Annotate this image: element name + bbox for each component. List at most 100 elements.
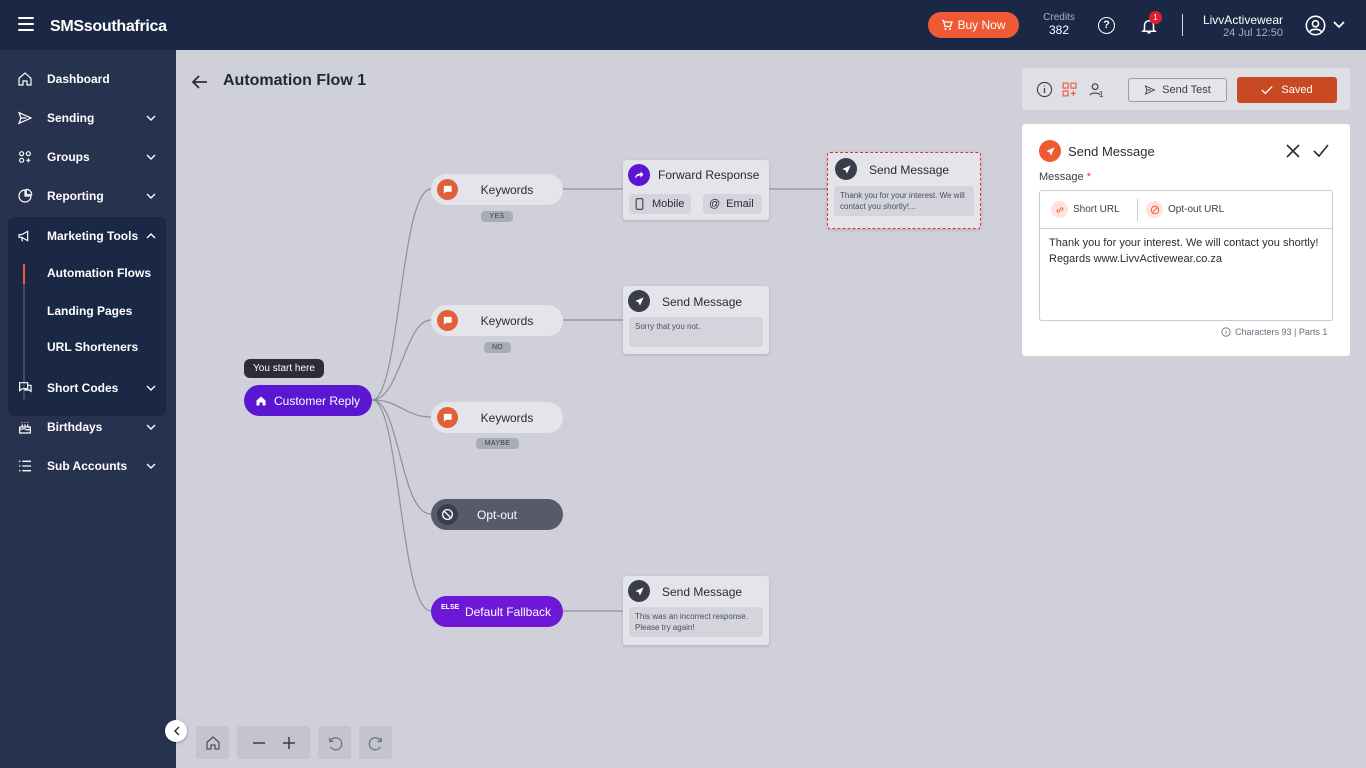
help-icon[interactable]: ? bbox=[1098, 17, 1115, 34]
sidebar-item-sending[interactable]: Sending bbox=[0, 100, 176, 136]
message-editor[interactable]: Short URL Opt-out URL Thank you for your… bbox=[1039, 190, 1333, 321]
chevron-down-icon[interactable] bbox=[1333, 21, 1345, 29]
tool-separator bbox=[1137, 199, 1138, 221]
menu-icon[interactable] bbox=[18, 17, 34, 31]
sidebar-item-label: Sub Accounts bbox=[47, 459, 128, 473]
brand-logo[interactable]: SMSsouthafrica bbox=[50, 18, 167, 35]
sidebar-item-label: Sending bbox=[47, 111, 95, 125]
customer-reply-node[interactable]: Customer Reply bbox=[244, 385, 372, 416]
send-message-title: Send Message bbox=[662, 295, 743, 309]
credits-value: 382 bbox=[1048, 23, 1070, 37]
chat-bubble-icon bbox=[437, 310, 458, 331]
sidebar-item-birthdays[interactable]: Birthdays bbox=[0, 409, 176, 445]
cart-icon bbox=[942, 19, 954, 30]
info-icon[interactable] bbox=[1036, 81, 1053, 98]
user-date: 24 Jul 12:50 bbox=[1223, 27, 1283, 39]
back-arrow-icon[interactable] bbox=[192, 75, 208, 89]
sidebar-item-sub-accounts[interactable]: Sub Accounts bbox=[0, 448, 176, 484]
else-tag: ELSE bbox=[441, 604, 460, 611]
keyword-node-no[interactable]: Keywords bbox=[431, 305, 563, 336]
check-icon bbox=[1261, 86, 1274, 95]
chevron-up-icon bbox=[146, 233, 156, 239]
chevron-down-icon bbox=[146, 154, 156, 160]
forward-email-chip[interactable]: @ Email bbox=[703, 194, 762, 214]
zoom-out-icon[interactable] bbox=[252, 736, 266, 750]
undo-button[interactable] bbox=[318, 726, 351, 759]
email-label: Email bbox=[726, 198, 754, 210]
close-icon[interactable] bbox=[1286, 144, 1300, 158]
keyword-tag-maybe: MAYBE bbox=[476, 438, 519, 449]
send-icon bbox=[835, 158, 857, 180]
saved-button[interactable]: Saved bbox=[1237, 77, 1337, 103]
block-icon bbox=[1146, 201, 1163, 218]
sidebar-item-short-codes[interactable]: Short Codes bbox=[0, 370, 176, 406]
undo-icon bbox=[328, 736, 342, 750]
send-icon bbox=[17, 111, 33, 125]
message-textarea[interactable]: Thank you for your interest. We will con… bbox=[1049, 237, 1319, 265]
sidebar-item-reporting[interactable]: Reporting bbox=[0, 178, 176, 214]
chevron-down-icon bbox=[146, 385, 156, 391]
forward-response-card[interactable]: Forward Response Mobile @ Email bbox=[623, 160, 769, 220]
default-fallback-node[interactable]: ELSE Default Fallback bbox=[431, 596, 563, 627]
chat-bubble-icon bbox=[437, 179, 458, 200]
sidebar-item-groups[interactable]: Groups bbox=[0, 139, 176, 175]
submenu-automation-flows[interactable]: Automation Flows bbox=[47, 266, 151, 280]
short-url-label: Short URL bbox=[1073, 204, 1120, 215]
forward-mobile-chip[interactable]: Mobile bbox=[629, 194, 691, 214]
sidebar-collapse-button[interactable] bbox=[165, 720, 187, 742]
sidebar-item-dashboard[interactable]: Dashboard bbox=[0, 61, 176, 97]
keyword-node-yes[interactable]: Keywords bbox=[431, 174, 563, 205]
message-label: Message * bbox=[1039, 171, 1091, 183]
start-tooltip: You start here bbox=[244, 359, 324, 378]
forward-icon bbox=[628, 164, 650, 186]
keyword-label: Keywords bbox=[480, 313, 534, 328]
buy-now-button[interactable]: Buy Now bbox=[928, 12, 1019, 38]
send-message-preview: This was an incorrect response. Please t… bbox=[629, 607, 763, 637]
sidebar-item-label: Dashboard bbox=[47, 72, 110, 86]
keyword-node-maybe[interactable]: Keywords bbox=[431, 402, 563, 433]
sidebar-item-label: Reporting bbox=[47, 189, 104, 203]
keyword-label: Keywords bbox=[480, 182, 534, 197]
send-message-preview: Thank you for your interest. We will con… bbox=[834, 186, 974, 216]
chevron-down-icon bbox=[146, 115, 156, 121]
user-avatar-icon[interactable] bbox=[1305, 15, 1326, 36]
home-view-button[interactable] bbox=[196, 726, 229, 759]
send-test-button[interactable]: Send Test bbox=[1128, 78, 1227, 102]
submenu-landing-pages[interactable]: Landing Pages bbox=[47, 304, 133, 318]
character-count: Characters 93 | Parts 1 bbox=[1221, 327, 1327, 337]
default-fallback-label: Default Fallback bbox=[464, 604, 552, 619]
short-url-button[interactable]: Short URL bbox=[1051, 201, 1120, 218]
redo-button[interactable] bbox=[359, 726, 392, 759]
send-message-card-no[interactable]: Send Message Sorry that you not. bbox=[623, 286, 769, 354]
forward-response-title: Forward Response bbox=[658, 168, 760, 182]
home-icon bbox=[250, 390, 271, 411]
optout-url-button[interactable]: Opt-out URL bbox=[1146, 201, 1224, 218]
character-count-text: Characters 93 | Parts 1 bbox=[1235, 327, 1328, 337]
submenu-url-shorteners[interactable]: URL Shorteners bbox=[47, 340, 139, 354]
keyword-label: Keywords bbox=[480, 410, 534, 425]
send-message-title: Send Message bbox=[662, 585, 743, 599]
send-message-card-selected[interactable]: Send Message Thank you for your interest… bbox=[827, 152, 981, 229]
customer-reply-label: Customer Reply bbox=[273, 393, 361, 408]
user-count: 1 bbox=[1099, 90, 1104, 99]
add-widget-icon[interactable] bbox=[1061, 81, 1078, 98]
user-icon[interactable] bbox=[1088, 81, 1105, 98]
chevron-down-icon bbox=[146, 463, 156, 469]
confirm-check-icon[interactable] bbox=[1313, 144, 1329, 158]
zoom-in-icon[interactable] bbox=[282, 736, 296, 750]
sidebar-item-label: Groups bbox=[47, 150, 90, 164]
sidebar bbox=[0, 50, 176, 768]
send-message-preview: Sorry that you not. bbox=[629, 317, 763, 347]
megaphone-icon bbox=[18, 230, 29, 242]
mobile-label: Mobile bbox=[652, 198, 685, 210]
credits-label: Credits bbox=[1043, 12, 1075, 23]
sidebar-item-marketing-tools[interactable]: Marketing Tools bbox=[0, 218, 176, 254]
send-message-card-else[interactable]: Send Message This was an incorrect respo… bbox=[623, 576, 769, 645]
optout-node[interactable]: Opt-out bbox=[431, 499, 563, 530]
submenu-line bbox=[23, 264, 25, 400]
credits-display: Credits 382 bbox=[1040, 12, 1078, 37]
keyword-tag-no: NO bbox=[484, 342, 511, 353]
submenu-active-indicator bbox=[23, 264, 25, 284]
keyword-tag-yes: YES bbox=[481, 211, 513, 222]
block-icon bbox=[437, 504, 458, 525]
